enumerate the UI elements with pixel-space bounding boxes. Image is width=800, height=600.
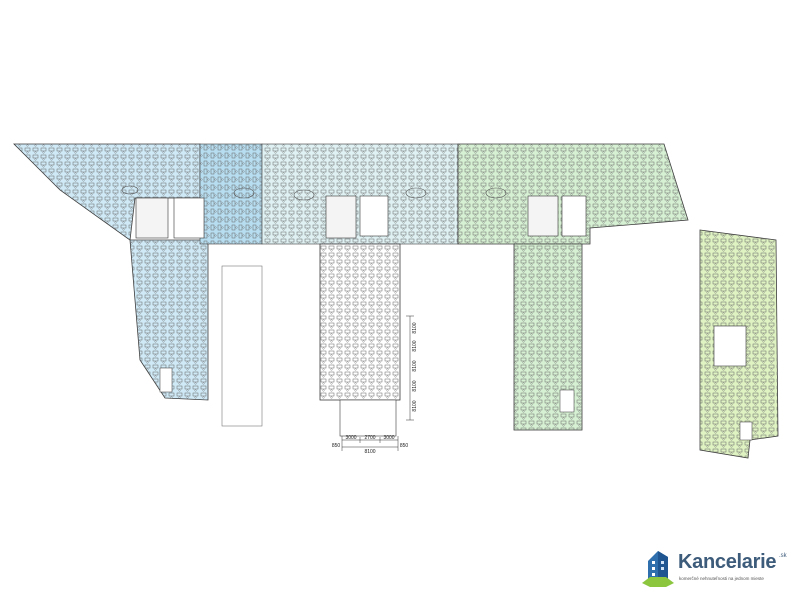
logo-tld: .sk (779, 553, 787, 559)
dimension-labels: 3000 2700 3000 8100 850 850 8100 8100 8100 8100 81… (332, 322, 418, 455)
dimension-label: 3000 (383, 435, 394, 441)
dimension-side-label: 8100 (412, 380, 418, 391)
dimension-total-label: 8100 (364, 449, 375, 455)
dimension-edge-label: 850 (332, 443, 341, 449)
circulation-cores (135, 195, 753, 441)
blue-office-zone (13, 143, 263, 401)
dimension-edge-label: 850 (400, 443, 409, 449)
building-logo-icon (642, 551, 674, 587)
logo-name: Kancelarie (678, 551, 777, 573)
dimension-side-label: 8100 (412, 340, 418, 351)
green-office-zone (457, 143, 689, 431)
dimension-label: 3000 (345, 435, 356, 441)
dimension-side-label: 8100 (412, 322, 418, 333)
dimension-label: 2700 (364, 435, 375, 441)
unassigned-wing (319, 243, 401, 437)
courtyard-outline (221, 265, 263, 427)
dimension-side-label: 8100 (412, 400, 418, 411)
kancelarie-logo[interactable]: Kancelarie .sk komerčné nehnuteľnosti na… (640, 547, 790, 591)
meeting-rooms (121, 185, 507, 201)
dimension-side-label: 8100 (412, 360, 418, 371)
logo-tagline: komerčné nehnuteľnosti na jednom mieste (679, 576, 764, 581)
dimension-lines (341, 315, 414, 451)
